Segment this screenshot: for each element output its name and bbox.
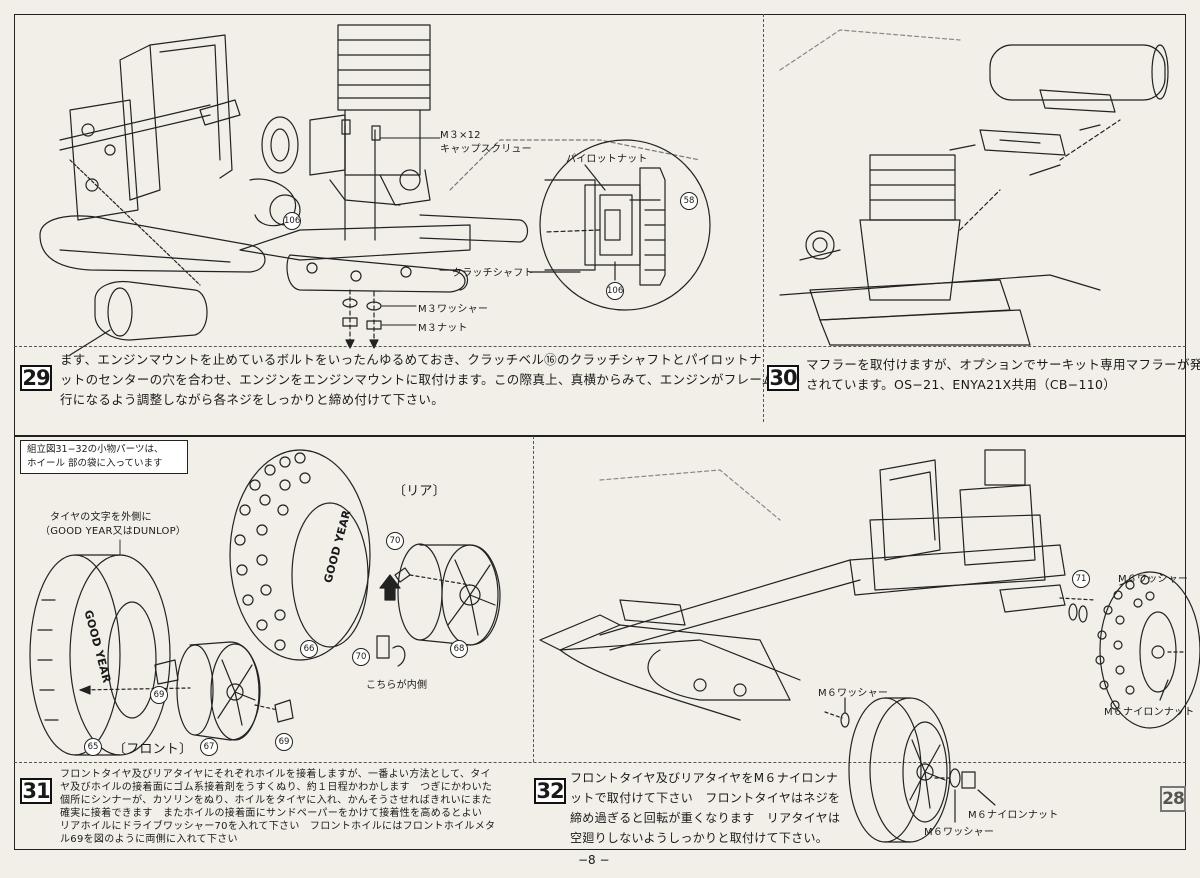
part-106-a: 106 (283, 212, 301, 230)
part-69-a: 69 (150, 686, 168, 704)
bottom-divider (533, 436, 534, 762)
step-32-line-2: ットで取付けて下さい フロントタイヤはネジを (570, 791, 841, 805)
page-number: −8 − (578, 853, 610, 867)
part-66: 66 (300, 640, 318, 658)
step29-engine-drawing (261, 24, 431, 241)
label-m3x12: M３×12 (440, 130, 481, 141)
step-31-number: 31 (20, 778, 52, 804)
part-68: 68 (450, 640, 468, 658)
part-69-b: 69 (275, 733, 293, 751)
label-m3-washer: M３ワッシャー (418, 304, 489, 315)
top-divider (763, 14, 764, 422)
tire-lettering-note-1: タイヤの文字を外側に (50, 512, 152, 523)
small-parts-note: 組立図31−32の小物パーツは、 ホイール 部の袋に入っています (20, 440, 188, 474)
step-31-line-3: 個所にシンナーが、カソリンをぬり、ホイルをタイヤに入れ、かんそうさせればきれいに… (60, 795, 492, 806)
rear-label: 〔リア〕 (393, 484, 446, 499)
part-58: 58 (680, 192, 698, 210)
step-31-line-4: 確実に接着できます またホイルの接着面にサンドペーパーをかけて接着性を高めるとよ… (60, 808, 483, 819)
label-m6-washer-front: M６ワッシャー (818, 688, 889, 699)
label-clutch-shaft: クラッチシャフト (452, 268, 534, 279)
small-parts-note-line-2: ホイール 部の袋に入っています (27, 458, 163, 469)
label-cap-screw: キャップスクリュー (440, 144, 532, 155)
step32-assembly-drawing (539, 449, 1200, 843)
step-31-line-5: リアホイルにドライブワッシャー70を入れて下さい フロントホイルにはフロントホイ… (60, 821, 496, 832)
top-panel-frame (14, 14, 1186, 436)
label-m6-washer-front-bottom: M６ワッシャー (924, 827, 995, 838)
edge-step-mark: 28 (1160, 786, 1186, 812)
label-pilot-nut: パイロットナット (566, 154, 648, 165)
top-caption-divider (14, 346, 1186, 347)
step-32-line-1: フロントタイヤ及びリアタイヤをM６ナイロンナ (570, 771, 839, 785)
step-31-line-1: フロントタイヤ及びリアタイヤにそれぞれホイルを接着しますが、一番よい方法として、… (60, 769, 491, 780)
label-m6-nylon-nut-front: M６ナイロンナット (968, 810, 1059, 821)
bottom-caption-divider (14, 762, 1186, 763)
step-32-line-4: 空廻りしないようしっかりと取付けて下さい。 (570, 831, 829, 845)
label-m6-nylon-nut-rear: M６ナイロンナット (1104, 707, 1195, 718)
part-70-a: 70 (386, 532, 404, 550)
part-67: 67 (200, 738, 218, 756)
part-65: 65 (84, 738, 102, 756)
step-29-line-1: ます、エンジンマウントを止めているボルトをいったんゆるめておき、クラッチベル⑯の… (60, 352, 762, 367)
step-30-number: 30 (767, 365, 799, 391)
step-32-number: 32 (534, 778, 566, 804)
step29-detail-circle (529, 139, 711, 311)
label-m6-washer-rear: M６ワッシャー (1118, 574, 1189, 585)
step-29-line-3: 行になるよう調整しながら各ネジをしっかりと締め付けて下さい。 (60, 392, 445, 407)
small-parts-note-line-1: 組立図31−32の小物パーツは、 (27, 444, 164, 455)
step30-muffler-drawing (779, 29, 1169, 346)
step-29-number: 29 (20, 365, 52, 391)
step-29-line-2: ットのセンターの穴を合わせ、エンジンをエンジンマウントに取付けます。この際真上、… (60, 372, 801, 387)
part-106-b: 106 (606, 282, 624, 300)
step29-chassis-drawing (39, 34, 701, 356)
step-31-line-6: ル69を図のように両側に入れて下さい (60, 834, 238, 845)
inside-label: こちらが内側 (366, 680, 428, 691)
step-31-line-2: ヤ及びホイルの接着面にゴム系接着剤をうすくぬり、約１日程かわかします つぎにかわ… (60, 782, 493, 793)
front-label: 〔フロント〕 (113, 742, 193, 757)
tire-lettering-note-2: （GOOD YEAR又はDUNLOP） (40, 526, 187, 537)
step-30-line-1: マフラーを取付けますが、オプションでサーキット専用マフラーが発売 (806, 357, 1200, 372)
part-70-b: 70 (352, 648, 370, 666)
step29-fasteners (342, 289, 417, 349)
step31-tires-drawing (29, 449, 501, 756)
part-71: 71 (1072, 570, 1090, 588)
bottom-panel-frame (14, 436, 1186, 850)
step-30-line-2: されています。OS−21、ENYA21X共用（CB−110） (806, 377, 1117, 392)
label-m3-nut: M３ナット (418, 323, 468, 334)
step-32-line-3: 締め過ぎると回転が重くなります リアタイヤは (570, 811, 841, 825)
